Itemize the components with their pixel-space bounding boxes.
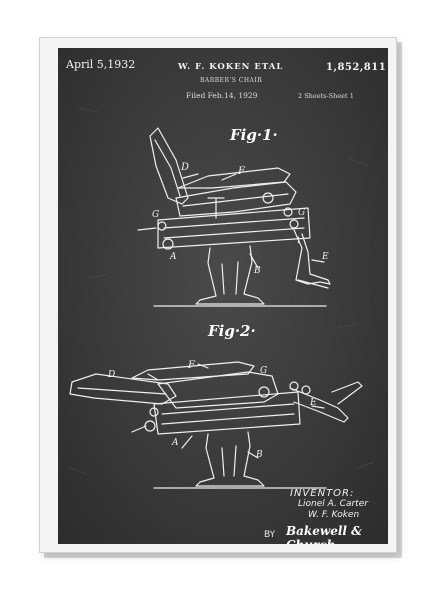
callout-D-fig2: D bbox=[108, 370, 116, 380]
callout-E-fig2: E bbox=[310, 398, 317, 408]
attorney-signature: Bakewell & Church bbox=[286, 524, 362, 544]
patent-print: April 5,1932 W. F. KOKEN ETAL 1,852,811 … bbox=[58, 48, 388, 544]
callout-E-fig1: E bbox=[322, 252, 329, 262]
inventor-name-2: W. F. Koken bbox=[308, 510, 360, 520]
callout-G-fig1: G bbox=[152, 210, 160, 220]
callout-A-fig2: A bbox=[172, 438, 179, 448]
callout-G-fig2: G bbox=[260, 366, 268, 376]
callout-G2-fig1: G bbox=[298, 208, 306, 218]
callout-A-fig1: A bbox=[170, 252, 177, 262]
callout-D-fig1: D bbox=[181, 162, 190, 173]
callout-1-fig1: 1 bbox=[296, 236, 302, 245]
inventor-title: INVENTOR: bbox=[290, 488, 355, 499]
callout-B-fig2: B bbox=[256, 450, 263, 460]
inventor-block: INVENTOR: Lionel A. Carter W. F. Koken bbox=[290, 488, 368, 521]
inventor-name-1: Lionel A. Carter bbox=[298, 499, 368, 509]
figure-2-chair-drawing bbox=[69, 361, 363, 489]
figure-1-chair-drawing bbox=[137, 127, 331, 307]
patent-inventors: W. F. KOKEN ETAL bbox=[178, 62, 284, 72]
figure-2-label: Fig·2· bbox=[208, 322, 256, 340]
chair-drawings bbox=[69, 107, 375, 489]
callout-B-fig1: B bbox=[254, 266, 261, 276]
patent-sheets: 2 Sheets-Sheet 1 bbox=[298, 92, 354, 100]
patent-date: April 5,1932 bbox=[66, 58, 136, 71]
figure-1-label: Fig·1· bbox=[230, 126, 278, 144]
callout-F-fig1: F bbox=[238, 166, 245, 177]
callout-F-fig2: F bbox=[188, 360, 195, 371]
patent-filed-date: Filed Feb.14, 1929 bbox=[186, 91, 258, 100]
picture-frame: April 5,1932 W. F. KOKEN ETAL 1,852,811 … bbox=[40, 38, 396, 552]
by-label: BY bbox=[264, 530, 276, 540]
patent-number: 1,852,811 bbox=[326, 62, 387, 73]
patent-subtitle: BARBER'S CHAIR bbox=[200, 77, 263, 84]
